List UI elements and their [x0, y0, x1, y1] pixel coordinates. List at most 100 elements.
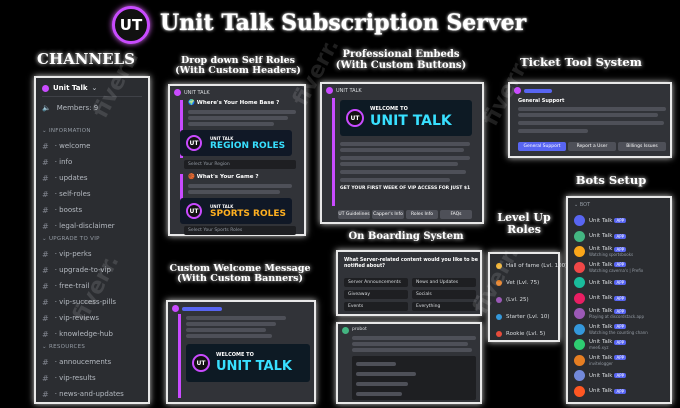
- channel-item[interactable]: #· boosts: [42, 204, 82, 216]
- sports-select[interactable]: Select Your Sports Roles: [184, 226, 296, 235]
- channel-item[interactable]: #· info: [42, 156, 72, 168]
- onboarding-option[interactable]: Events: [344, 302, 408, 311]
- onboarding-member-panel: probot: [336, 322, 482, 404]
- channel-item[interactable]: #· knowledge-hub: [42, 328, 113, 340]
- bot-avatar: [574, 261, 585, 273]
- text-line: [356, 382, 408, 386]
- bot-avatar: [574, 385, 585, 397]
- text-line: [352, 336, 476, 340]
- embed-button[interactable]: FAQs: [440, 210, 472, 219]
- bot-name: Unit Talk: [589, 217, 613, 224]
- ticket-button[interactable]: Billings Issues: [618, 142, 666, 151]
- app-tag: APP: [614, 373, 627, 378]
- cta-text: GET YOUR FIRST WEEK OF VIP ACCESS FOR JU…: [340, 186, 471, 191]
- members-count: 🔈Members: 9: [42, 104, 99, 112]
- embed-button[interactable]: UT Guidelines: [338, 210, 370, 219]
- region-select[interactable]: Select Your Region: [184, 160, 296, 169]
- avatar: [174, 89, 181, 96]
- embed-accent: [180, 100, 183, 158]
- channel-item[interactable]: #· welcome: [42, 140, 90, 152]
- channel-item[interactable]: #· vip-success-pills: [42, 296, 116, 308]
- heading-bots: Bots Setup: [575, 173, 647, 187]
- onboarding-option[interactable]: Socials: [412, 290, 476, 299]
- app-tag: APP: [614, 233, 627, 239]
- channel-item[interactable]: #· legal-disclaimer: [42, 220, 115, 232]
- category-upgrade[interactable]: ⌄ UPGRADE TO VIP: [42, 236, 100, 242]
- category-information[interactable]: ⌄ INFORMATION: [42, 128, 91, 134]
- channel-item[interactable]: #· news-and-updates: [42, 388, 124, 400]
- hash-icon: #: [42, 265, 49, 275]
- text-line: [340, 148, 464, 152]
- channel-item[interactable]: #· self-roles: [42, 188, 91, 200]
- avatar: [326, 87, 333, 94]
- bot-message-header: UNIT TALK: [326, 87, 362, 94]
- channel-name: · vip-results: [54, 374, 96, 382]
- bot-name: Unit Talk: [589, 339, 613, 345]
- channel-item[interactable]: #· vip-reviews: [42, 312, 99, 324]
- role-icon: [496, 262, 502, 269]
- app-tag: APP: [614, 388, 627, 394]
- app-tag: APP: [614, 218, 627, 223]
- hash-icon: #: [42, 189, 49, 199]
- channel-item[interactable]: #· free-trail: [42, 280, 89, 292]
- hash-icon: #: [42, 297, 49, 307]
- channel-item[interactable]: #· vip-perks: [42, 248, 92, 260]
- welcome-banner: UT WELCOME TO UNIT TALK: [186, 344, 310, 382]
- role-icon: [496, 296, 502, 303]
- onboarding-option[interactable]: Giveaway: [344, 290, 408, 299]
- bot-name: Unit Talk: [589, 295, 613, 301]
- channel-name: · news-and-updates: [54, 390, 124, 398]
- ut-badge: UT: [186, 135, 202, 151]
- bot-avatar: [574, 339, 585, 350]
- category-resources[interactable]: ⌄ RESOURCES: [42, 344, 86, 350]
- level-role-name: Rookie (Lvl. 5): [506, 330, 546, 337]
- bot-avatar: [574, 292, 585, 304]
- onboarding-option[interactable]: News and Updates: [412, 278, 476, 287]
- bot-name: Unit Talk: [589, 279, 613, 286]
- welcome-banner: UT WELCOME TO UNIT TALK: [340, 100, 472, 136]
- text-line: [356, 392, 402, 396]
- ticket-button[interactable]: General Support: [518, 142, 566, 151]
- ticket-button[interactable]: Report a User: [568, 142, 616, 151]
- bot-message-header: UNIT TALK: [174, 89, 210, 96]
- embed-button[interactable]: Capper's Info: [372, 210, 404, 219]
- onboarding-option[interactable]: Server Announcements: [344, 278, 408, 287]
- bot-status: Watching the counting chann: [589, 329, 648, 335]
- bot-avatar: [574, 323, 585, 335]
- heading-onboarding: On Boarding System: [348, 231, 464, 242]
- bot-name: Unit Talk: [589, 323, 613, 330]
- avatar: [514, 87, 521, 94]
- onboarding-option[interactable]: Everything: [412, 302, 476, 311]
- channel-item[interactable]: #· updates: [42, 172, 87, 184]
- text-line: [352, 342, 468, 346]
- bot-name: Unit Talk: [589, 308, 613, 314]
- server-header[interactable]: Unit Talk ⌄: [42, 84, 97, 92]
- heading-channels: CHANNELS: [37, 50, 135, 68]
- channel-item[interactable]: #· annoucements: [42, 356, 111, 368]
- level-role-name: Starter (Lvl. 10): [506, 313, 550, 320]
- embed-button[interactable]: Roles Info: [406, 210, 438, 219]
- text-line: [188, 110, 296, 114]
- channel-item[interactable]: #· upgrade-to-vip: [42, 264, 111, 276]
- channel-item[interactable]: #· vip-results: [42, 372, 96, 384]
- hash-icon: #: [42, 357, 49, 367]
